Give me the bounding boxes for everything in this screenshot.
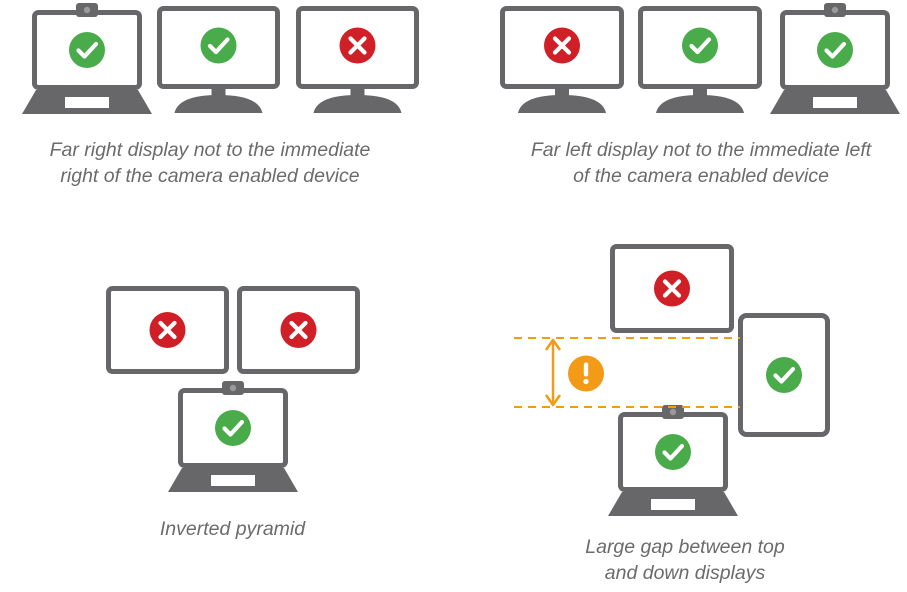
monitor-icon — [638, 6, 762, 113]
caption-large-gap: Large gap between top and down displays — [540, 534, 830, 586]
check-badge-icon — [655, 434, 691, 470]
badge-circle — [766, 357, 802, 393]
camera-lens — [229, 384, 237, 392]
scenario-far-right — [22, 3, 419, 114]
gap-indicator — [514, 337, 740, 408]
scenario-large-gap — [514, 244, 830, 516]
caption-line: and down displays — [604, 562, 766, 584]
badge-circle — [655, 434, 691, 470]
warning-badge-icon — [568, 355, 604, 392]
cross-mark — [662, 279, 682, 298]
error-badge-icon — [280, 312, 317, 348]
scenario-inverted-pyramid — [106, 286, 360, 492]
monitor-base — [313, 95, 402, 113]
camera-lens — [669, 408, 677, 416]
caption-line: Large gap between top — [585, 536, 785, 558]
gap-arrow-up — [544, 338, 562, 351]
check-badge-icon — [682, 27, 718, 64]
check-mark — [76, 41, 99, 59]
badge-circle — [682, 27, 718, 64]
monitor-base — [518, 95, 606, 113]
cross-mark — [158, 320, 177, 340]
camera-lens — [83, 6, 91, 14]
monitor-icon — [157, 6, 280, 113]
display-icon — [237, 286, 360, 374]
cross-mark — [289, 320, 308, 340]
laptop-trackpad — [813, 97, 857, 108]
monitor-icon — [296, 6, 419, 113]
check-mark — [689, 37, 712, 55]
badge-circle — [200, 27, 237, 64]
laptop-trackpad — [65, 97, 109, 108]
caption-line: right of the camera enabled device — [60, 165, 360, 187]
badge-circle — [69, 32, 105, 68]
check-badge-icon — [817, 32, 853, 68]
caption-inverted-pyramid: Inverted pyramid — [100, 516, 365, 542]
caption-line: Inverted pyramid — [159, 518, 306, 540]
laptop-icon — [770, 3, 900, 114]
check-badge-icon — [766, 357, 802, 393]
check-mark — [662, 443, 685, 461]
laptop-trackpad — [211, 475, 255, 486]
check-badge-icon — [69, 32, 105, 68]
caption-far-right: Far right display not to the immediate r… — [10, 137, 410, 189]
caption-line: Far right display not to the immediate — [49, 139, 371, 161]
gap-arrow-down — [544, 394, 562, 407]
error-badge-icon — [149, 312, 186, 348]
scenario-far-left — [500, 3, 900, 114]
exclamation-bar — [583, 362, 589, 377]
error-badge-icon — [339, 27, 376, 64]
caption-line: of the camera enabled device — [573, 165, 829, 187]
caption-line: Far left display not to the immediate le… — [530, 139, 872, 161]
check-mark — [773, 366, 796, 384]
cross-mark — [552, 36, 572, 55]
monitor-icon — [500, 6, 624, 113]
tablet-icon — [738, 313, 830, 437]
laptop-trackpad — [651, 499, 695, 510]
cross-mark — [348, 36, 367, 55]
laptop-icon — [608, 405, 738, 516]
monitor-base — [656, 95, 744, 113]
badge-circle — [817, 32, 853, 68]
display-icon — [610, 244, 734, 333]
error-badge-icon — [654, 270, 690, 307]
check-mark — [824, 41, 847, 59]
camera-lens — [831, 6, 839, 14]
check-mark — [222, 419, 245, 437]
display-icon — [106, 286, 229, 374]
caption-far-left: Far left display not to the immediate le… — [495, 137, 907, 189]
badge-circle — [215, 410, 251, 446]
check-mark — [207, 37, 230, 55]
check-badge-icon — [215, 410, 251, 446]
check-badge-icon — [200, 27, 237, 64]
exclamation-dot — [583, 378, 589, 385]
laptop-icon — [22, 3, 152, 114]
monitor-base — [174, 95, 263, 113]
error-badge-icon — [544, 27, 580, 64]
laptop-icon — [168, 381, 298, 492]
